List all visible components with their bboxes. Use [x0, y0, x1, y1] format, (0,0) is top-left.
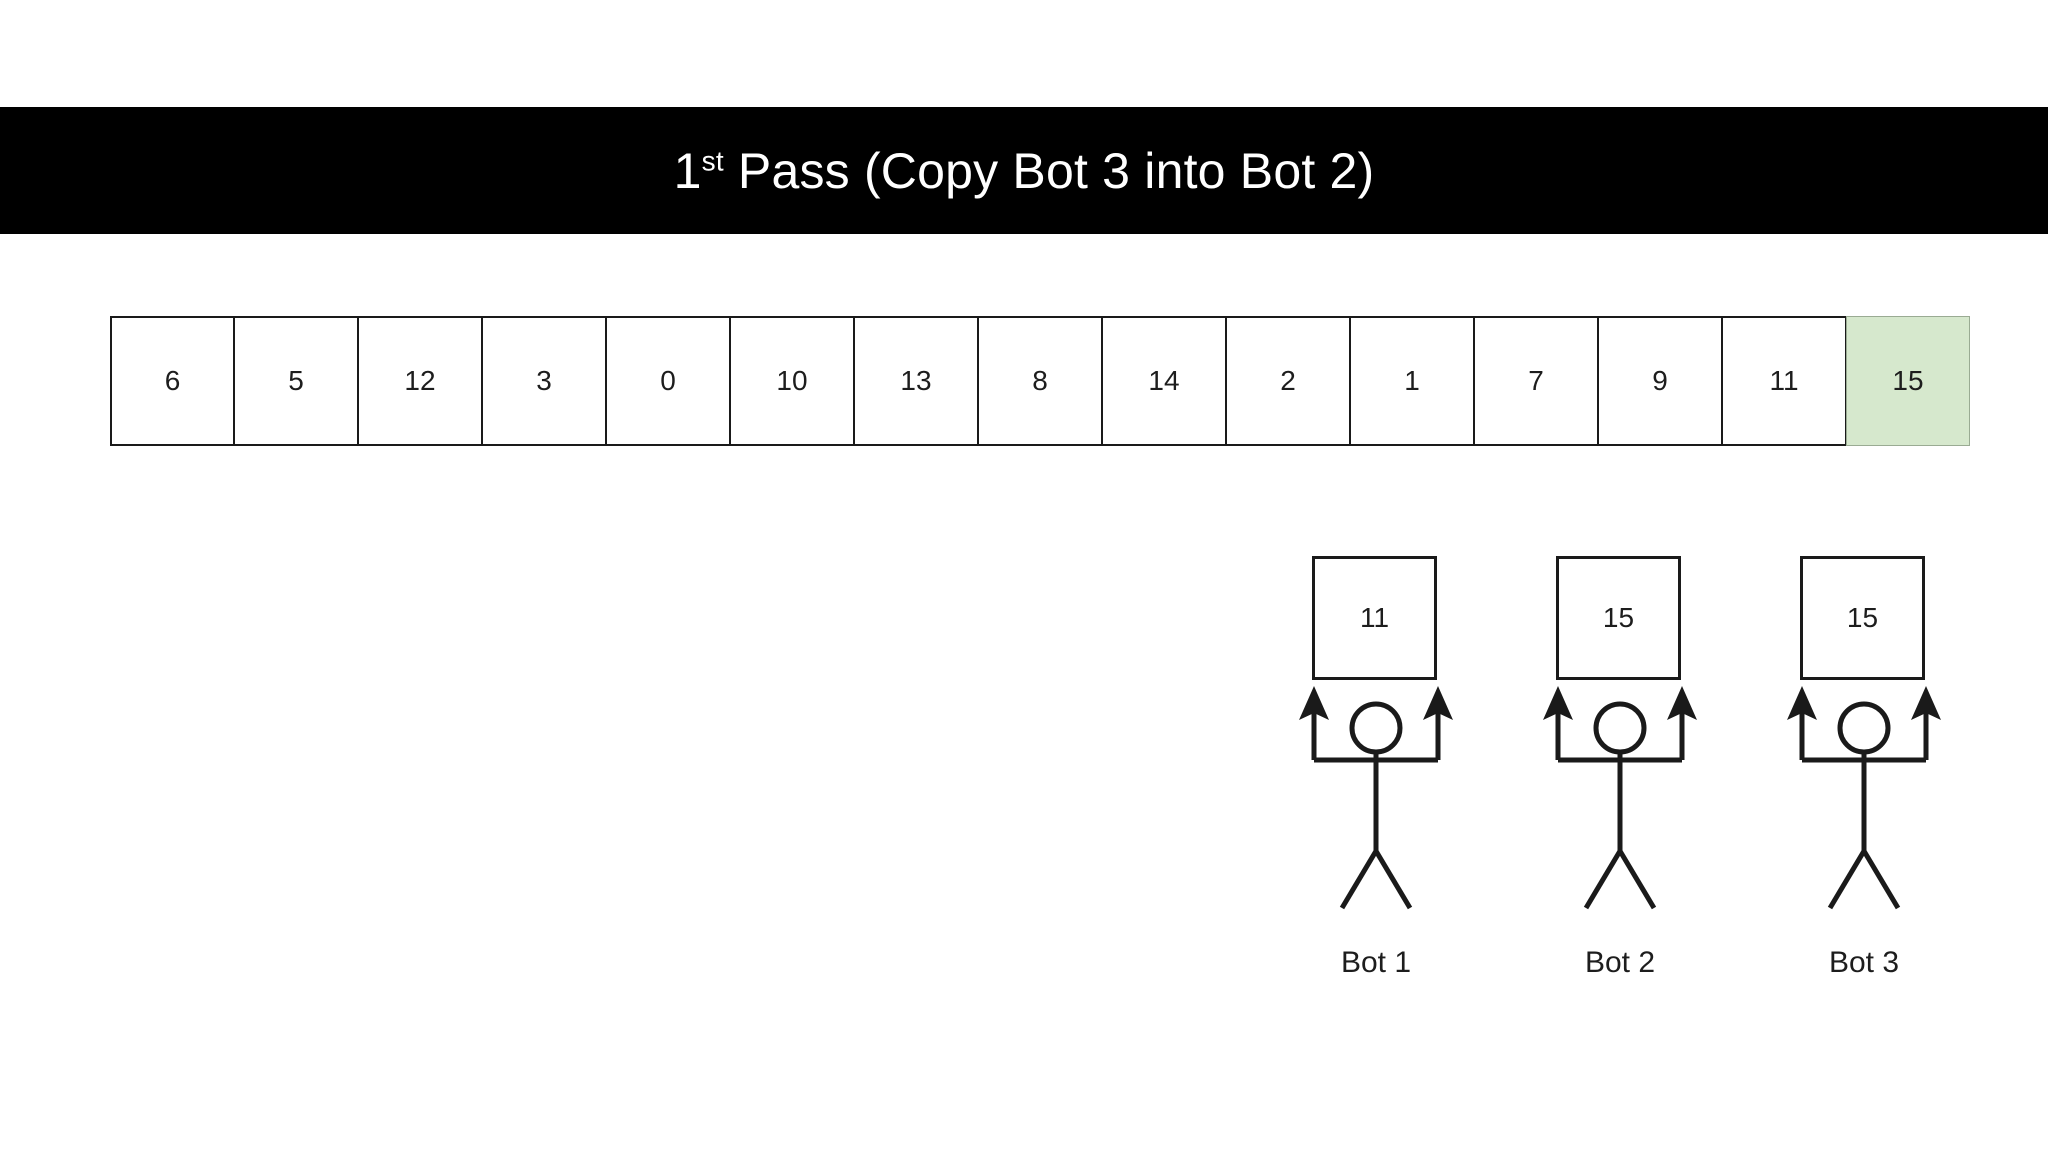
stick-figure-icon [1299, 686, 1453, 910]
array-cell-0[interactable]: 6 [110, 316, 234, 446]
array-cell-4[interactable]: 0 [606, 316, 730, 446]
array-row: 6 5 12 3 0 10 13 8 14 2 1 7 9 11 15 [110, 316, 1970, 446]
bot-3-figure [1754, 686, 1974, 931]
array-cell-2[interactable]: 12 [358, 316, 482, 446]
array-cell-value: 9 [1652, 365, 1668, 396]
bot-3-label: Bot 3 [1828, 946, 1900, 979]
array-cell-value: 2 [1280, 365, 1296, 396]
bot-2-value-box[interactable]: 15 [1556, 556, 1681, 680]
array-cell-value: 15 [1892, 365, 1924, 396]
array-cell-value: 7 [1528, 365, 1544, 396]
arrow-head-icon [1787, 686, 1941, 720]
bot-2-held-value: 15 [1602, 602, 1635, 633]
array-cell-value: 3 [536, 365, 552, 396]
array-cell-5[interactable]: 10 [730, 316, 854, 446]
array-cell-8[interactable]: 14 [1102, 316, 1226, 446]
stick-figure-icon [1543, 686, 1697, 910]
array-cell-value: 8 [1032, 365, 1048, 396]
bot-3-value-box[interactable]: 15 [1800, 556, 1925, 680]
title-ordinal-suffix: st [701, 144, 724, 176]
array-cell-12[interactable]: 9 [1598, 316, 1722, 446]
array-cell-value: 6 [164, 365, 181, 396]
bot-1-label: Bot 1 [1340, 946, 1412, 979]
array-cell-1[interactable]: 5 [234, 316, 358, 446]
array-cell-value: 5 [288, 365, 304, 396]
array-cell-7[interactable]: 8 [978, 316, 1102, 446]
array-cell-6[interactable]: 13 [854, 316, 978, 446]
array-cell-value: 13 [900, 365, 932, 396]
bot-3-held-value: 15 [1846, 602, 1879, 633]
array-cell-11[interactable]: 7 [1474, 316, 1598, 446]
array-cell-10[interactable]: 1 [1350, 316, 1474, 446]
array-cell-value: 10 [776, 365, 808, 396]
bot-2-figure [1510, 686, 1730, 931]
array-cell-9[interactable]: 2 [1226, 316, 1350, 446]
array-cell-value: 0 [660, 365, 676, 396]
array-cell-value: 11 [1769, 365, 1799, 396]
array-cell-14[interactable]: 15 [1846, 316, 1970, 446]
arrow-head-icon [1543, 686, 1697, 720]
title-banner: 1st Pass (Copy Bot 3 into Bot 2) [0, 107, 2048, 234]
array-cell-3[interactable]: 3 [482, 316, 606, 446]
array-cell-value: 12 [404, 365, 436, 396]
arrow-head-icon [1299, 686, 1453, 720]
array-cell-13[interactable]: 11 [1722, 316, 1846, 446]
page-title: 1st Pass (Copy Bot 3 into Bot 2) [674, 146, 1375, 196]
bot-1-figure [1266, 686, 1486, 931]
bot-2-label: Bot 2 [1584, 946, 1656, 979]
stick-figure-icon [1787, 686, 1941, 910]
title-ordinal-number: 1 [673, 142, 702, 199]
bot-1-value-box[interactable]: 11 [1312, 556, 1437, 680]
title-rest: Pass (Copy Bot 3 into Bot 2) [723, 142, 1375, 199]
array-cell-value: 1 [1404, 365, 1420, 396]
bot-1-held-value: 11 [1359, 602, 1390, 633]
array-cell-value: 14 [1148, 365, 1180, 396]
